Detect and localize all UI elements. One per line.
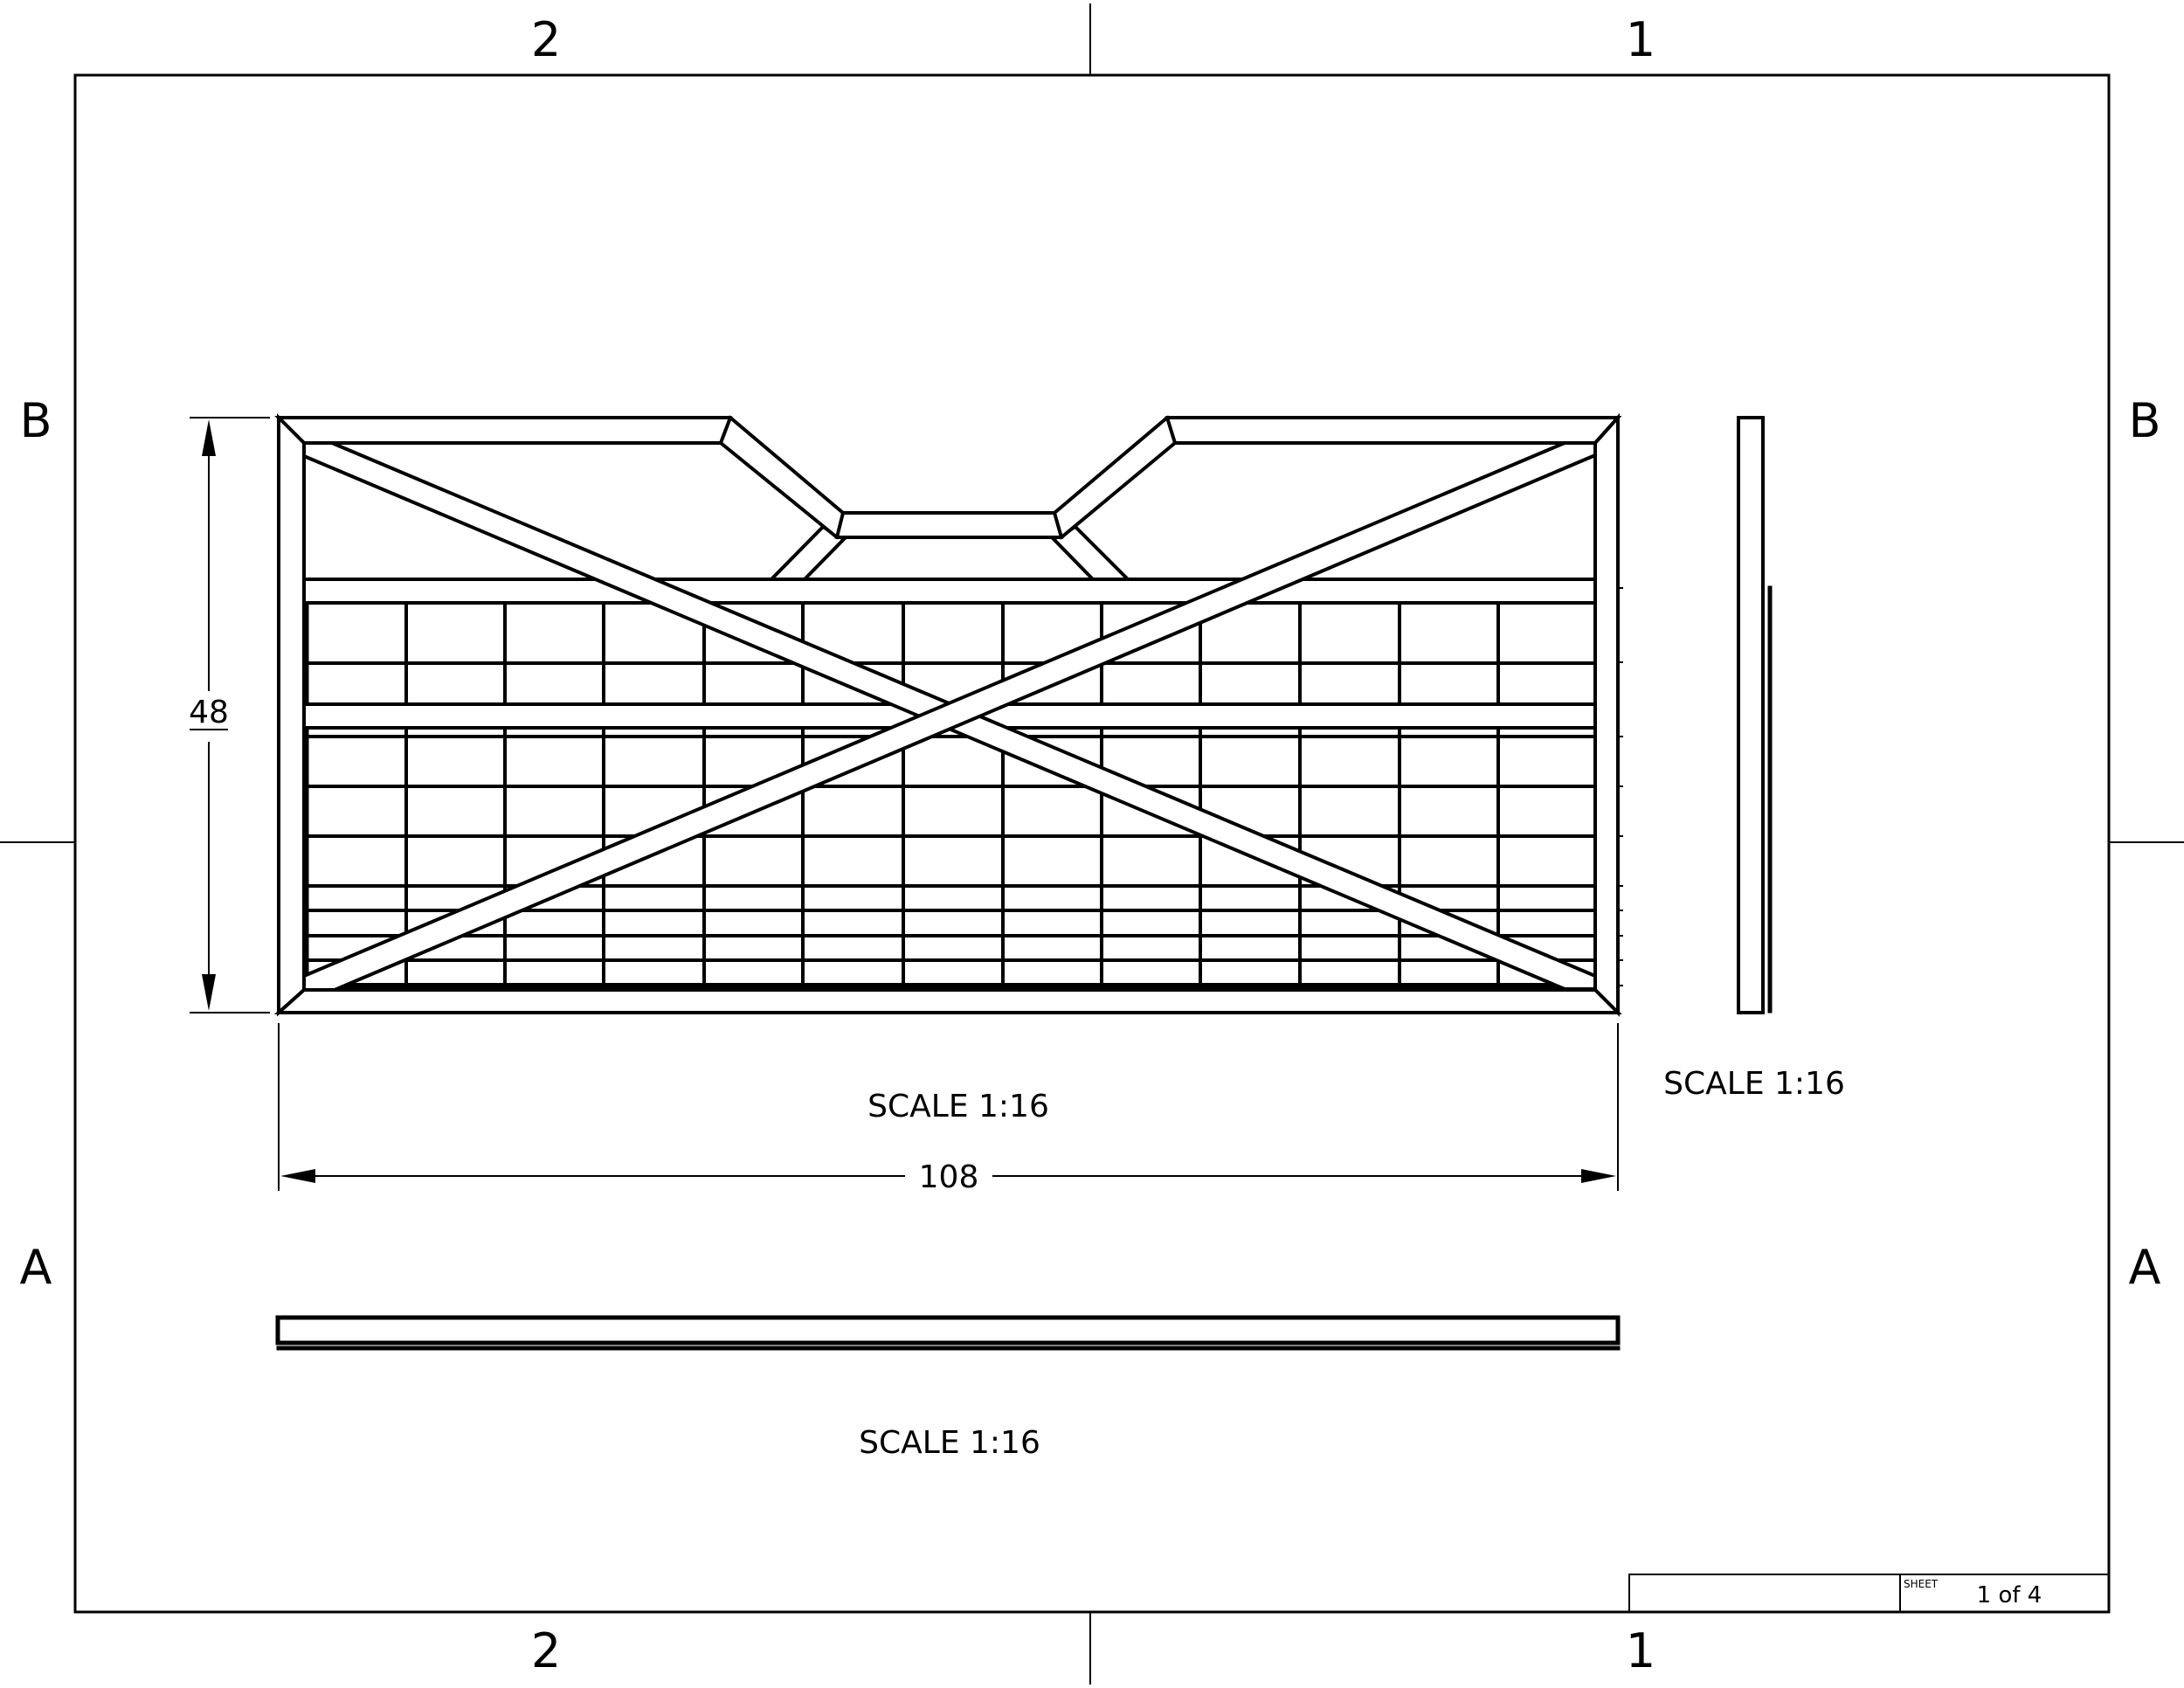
arrowhead-up-icon <box>202 419 216 456</box>
arrowhead-down-icon <box>202 974 216 1011</box>
left-stile <box>277 413 306 1017</box>
bottom-rail <box>273 988 1622 1014</box>
arrowhead-left-icon <box>280 1169 315 1183</box>
front-view-scale-label: SCALE 1:16 <box>867 1089 1049 1124</box>
front-view-gate <box>273 412 1623 1017</box>
width-dimension: 108 <box>278 1023 1619 1195</box>
zone-label-left-B: B <box>19 393 52 448</box>
arrowhead-right-icon <box>1581 1169 1616 1183</box>
top-view-scale-label: SCALE 1:16 <box>859 1425 1040 1461</box>
right-edge-ticks <box>1617 587 1623 986</box>
height-dimension: 48 <box>189 417 270 1013</box>
zone-label-bottom-1: 1 <box>1626 1623 1655 1678</box>
zone-label-bottom-2: 2 <box>531 1623 561 1678</box>
right-stile <box>1593 412 1620 1017</box>
sheet-border <box>73 73 2111 1614</box>
center-marks <box>0 3 2184 1685</box>
width-dimension-value: 108 <box>919 1159 979 1195</box>
top-view <box>275 1315 1621 1351</box>
height-dimension-value: 48 <box>189 695 229 730</box>
sheet-label: SHEET <box>1904 1578 1939 1590</box>
side-view <box>1737 416 1773 1014</box>
zone-label-right-A: A <box>2129 1240 2161 1295</box>
zone-label-left-A: A <box>20 1240 52 1295</box>
middle-rail-upper <box>302 578 1597 605</box>
zone-labels: 2 1 2 1 B A B A <box>19 12 2160 1678</box>
side-view-scale-label: SCALE 1:16 <box>1663 1066 1845 1102</box>
sheet-number: 1 of 4 <box>1977 1582 2042 1608</box>
zone-label-top-2: 2 <box>531 12 561 67</box>
title-block: SHEET 1 of 4 <box>1628 1574 2110 1613</box>
zone-label-right-B: B <box>2128 393 2160 448</box>
mesh-verticals <box>304 600 1500 991</box>
zone-label-top-1: 1 <box>1626 12 1655 67</box>
